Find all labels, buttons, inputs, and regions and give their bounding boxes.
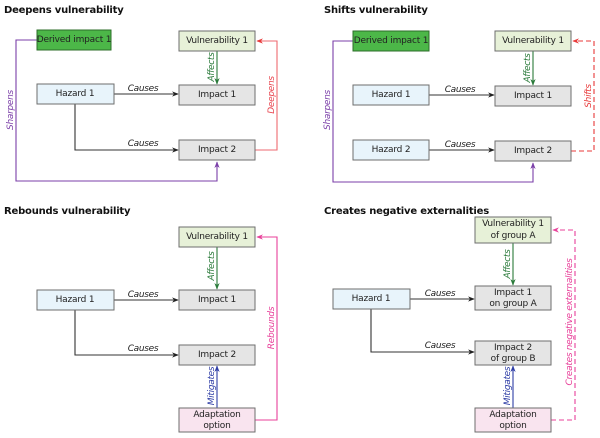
mitigates-label: Mitigates (503, 366, 513, 405)
impact-1-box (494, 85, 572, 107)
causes-arrow-2 (370, 309, 475, 355)
vulnerability-box (178, 226, 256, 248)
impact-2-box (178, 344, 256, 366)
causes-arrow-2 (74, 310, 179, 358)
impact-1-group-a-box (474, 285, 552, 311)
impact-2-label: Impact 2 (198, 350, 236, 360)
impact-2-group-b-box (474, 340, 552, 366)
sharpens-arrow (332, 40, 536, 183)
derived-impact-label: Derived impact 1 (354, 36, 428, 46)
impact-2-box (178, 139, 256, 161)
mitigates-label: Mitigates (207, 366, 217, 405)
vulnerability-label-line1: Vulnerability 1 (482, 219, 544, 229)
hazard-1-box (352, 84, 430, 106)
vulnerability-label: Vulnerability 1 (502, 36, 564, 46)
impact-2-label-line2: of group B (491, 354, 536, 364)
impact-2-label: Impact 2 (514, 146, 552, 156)
vulnerability-label: Vulnerability 1 (186, 36, 248, 46)
causes-arrow-2 (74, 104, 179, 153)
vulnerability-box (494, 30, 572, 52)
impact-1-label-line2: on group A (489, 299, 537, 309)
adaptation-option-box (178, 407, 256, 433)
externalities-label: Creates negative externalities (565, 258, 575, 386)
vulnerability-box (178, 30, 256, 52)
hazard-1-box (36, 83, 115, 105)
hazard-1-label: Hazard 1 (352, 294, 391, 304)
causes-label-1: Causes (128, 290, 159, 300)
causes-label-1: Causes (128, 84, 159, 94)
adaptation-option-label-line2: option (203, 421, 230, 431)
causes-label-2: Causes (445, 140, 476, 150)
derived-impact-box (352, 30, 430, 52)
impact-1-box (178, 84, 256, 106)
hazard-1-label: Hazard 1 (56, 295, 95, 305)
hazard-1-box (36, 289, 115, 311)
rebounds-label: Rebounds (267, 306, 277, 349)
panel-title: Creates negative externalities (324, 206, 489, 217)
panel-deepens-vulnerability: Deepens vulnerability Derived impact 1 V… (4, 5, 278, 182)
panel-creates-negative-externalities: Creates negative externalities Vulnerabi… (324, 206, 576, 433)
panel-shifts-vulnerability: Shifts vulnerability Derived impact 1 Vu… (323, 5, 595, 183)
panel-title: Deepens vulnerability (4, 5, 124, 16)
impact-1-label: Impact 1 (198, 295, 236, 305)
impact-1-label: Impact 1 (514, 91, 552, 101)
affects-label: Affects (207, 52, 217, 83)
causes-label-1: Causes (425, 289, 456, 299)
vulnerability-label-line2: of group A (491, 231, 537, 241)
deepens-label: Deepens (267, 76, 277, 114)
adaptation-option-label-line2: option (499, 421, 526, 431)
externalities-arrow (551, 227, 576, 421)
hazard-2-box (352, 139, 430, 161)
vulnerability-label: Vulnerability 1 (186, 232, 248, 242)
affects-label: Affects (207, 251, 217, 282)
hazard-2-label: Hazard 2 (372, 145, 411, 155)
shifts-label: Shifts (584, 84, 594, 108)
rebounds-arrow (255, 234, 278, 421)
hazard-1-box (332, 288, 411, 310)
adaptation-option-box (474, 407, 552, 433)
hazard-1-label: Hazard 1 (372, 90, 411, 100)
impact-2-label: Impact 2 (198, 145, 236, 155)
derived-impact-label: Derived impact 1 (37, 35, 111, 45)
vulnerability-group-a-box (474, 216, 552, 244)
adaptation-option-label-line1: Adaptation (193, 410, 240, 420)
shifts-arrow (571, 38, 595, 152)
sharpens-label: Sharpens (6, 89, 16, 129)
causes-label-1: Causes (445, 85, 476, 95)
sharpens-label: Sharpens (323, 89, 333, 129)
derived-impact-box (36, 29, 112, 51)
impact-2-label-line1: Impact 2 (494, 343, 532, 353)
impact-1-label-line1: Impact 1 (494, 288, 532, 298)
impact-2-box (494, 140, 572, 162)
causes-label-2: Causes (128, 139, 159, 149)
hazard-1-label: Hazard 1 (56, 89, 95, 99)
panel-rebounds-vulnerability: Rebounds vulnerability Vulnerability 1 H… (4, 206, 278, 433)
affects-label: Affects (503, 249, 513, 280)
panel-title: Shifts vulnerability (324, 5, 428, 16)
deepens-arrow (255, 38, 278, 151)
panel-title: Rebounds vulnerability (4, 206, 131, 217)
adaptation-option-label-line1: Adaptation (489, 410, 536, 420)
affects-label: Affects (523, 53, 533, 84)
impact-1-box (178, 289, 256, 311)
causes-label-2: Causes (425, 341, 456, 351)
sharpens-arrow (15, 39, 220, 182)
impact-1-label: Impact 1 (198, 90, 236, 100)
causes-label-2: Causes (128, 344, 159, 354)
